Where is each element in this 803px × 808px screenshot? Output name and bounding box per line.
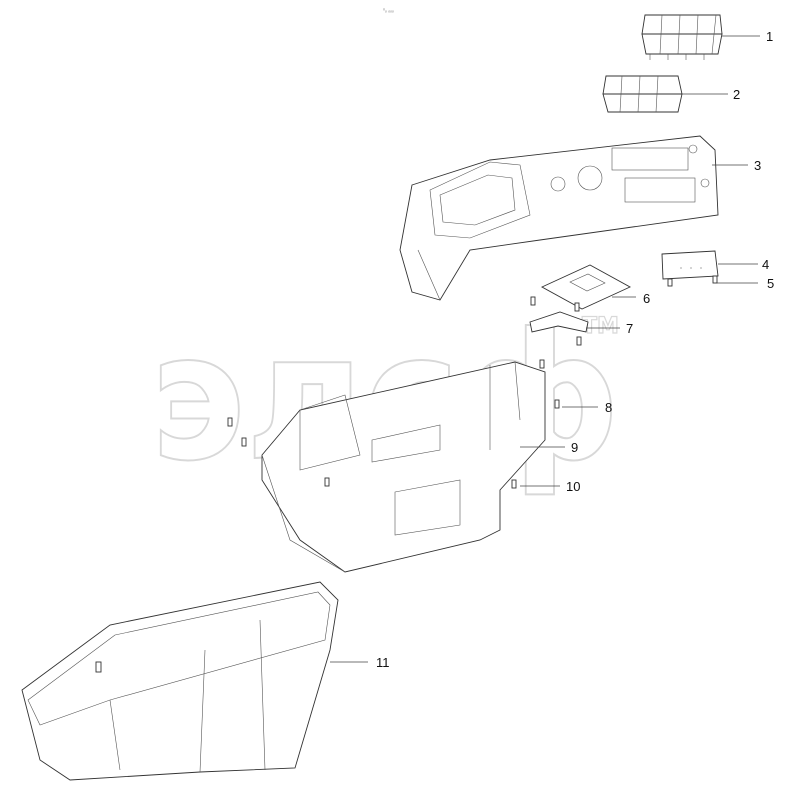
callout-5: 5: [767, 276, 774, 291]
callout-labels: 1 2 3 4 5 6 7 8 9 10 11: [376, 29, 774, 670]
leader-lines: [330, 35, 760, 663]
callout-11: 11: [376, 655, 390, 670]
part-6-mounting-plate: [530, 264, 632, 312]
callout-6: 6: [643, 291, 650, 306]
part-10-screws: [324, 477, 517, 489]
callout-2: 2: [733, 87, 740, 102]
part-1-switch-block: [641, 14, 723, 60]
callout-10: 10: [566, 479, 580, 494]
part-2-switch-block: [602, 75, 683, 113]
callout-7: 7: [626, 321, 633, 336]
part-11-lower-shroud: [21, 581, 339, 781]
callout-8: 8: [605, 400, 612, 415]
part-5-screws: [667, 275, 718, 287]
callout-9: 9: [571, 440, 578, 455]
callout-4: 4: [762, 257, 769, 272]
callout-1: 1: [766, 29, 773, 44]
callout-3: 3: [754, 158, 761, 173]
watermark-trademark: TM: [582, 314, 619, 339]
part-7-small-bracket: [529, 311, 589, 346]
header-mark: ⁰ₒ ₒₒₒ: [383, 8, 394, 14]
part-3-console-cover: [399, 135, 719, 301]
part-4-bracket: [661, 250, 719, 280]
part-8-screws: [227, 359, 560, 447]
part-9-console-housing: [261, 361, 546, 573]
